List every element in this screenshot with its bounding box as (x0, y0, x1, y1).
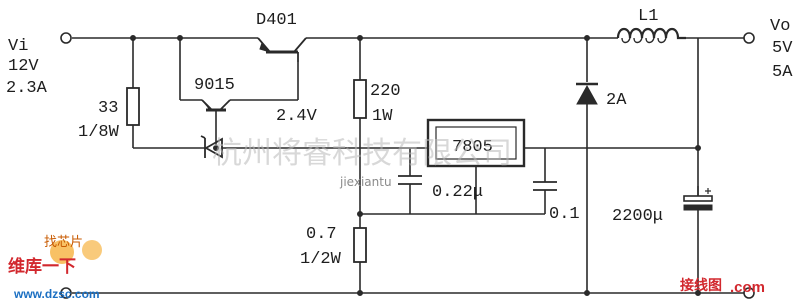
r33-value-label: 33 (98, 99, 118, 118)
q9015-transistor (201, 99, 231, 112)
dzsc-logo: 找芯片 维库一下 www.dzsc.com (8, 235, 102, 301)
r33-power-label: 1/8W (78, 123, 120, 142)
ic-label: 7805 (452, 138, 493, 157)
r07-power-label: 1/2W (300, 250, 342, 269)
vo-terminal (743, 32, 755, 44)
diode-2a (576, 82, 598, 105)
vi-terminal (60, 32, 72, 44)
resistor-0p7 (353, 227, 367, 263)
site-watermark-small: jiexiantu (339, 175, 392, 189)
zener-diode-2v4 (200, 135, 223, 159)
zener-label: 2.4V (276, 107, 318, 126)
vo-current-label: 5A (772, 63, 793, 82)
r07-value-label: 0.7 (306, 225, 337, 244)
jxt-logo: 接线图 .com (680, 277, 765, 296)
capacitor-2200u (683, 186, 713, 211)
logo-url-text: www.dzsc.com (13, 287, 100, 301)
company-watermark: 杭州将睿科技有限公司 (212, 136, 512, 171)
resistor-220 (353, 79, 367, 119)
logo-cn-text: 维库一下 (8, 256, 76, 277)
d401-transistor (257, 37, 307, 62)
vo-label: Vo (770, 17, 790, 36)
vi-current-label: 2.3A (6, 79, 48, 98)
r220-power-label: 1W (372, 107, 393, 126)
logo-top-text: 找芯片 (44, 235, 83, 250)
vi-voltage-label: 12V (8, 57, 39, 76)
inductor-l1 (616, 27, 686, 44)
c2200-label: 2200μ (612, 207, 663, 226)
r220-value-label: 220 (370, 82, 401, 101)
junction-dots (130, 35, 701, 296)
d401-label: D401 (256, 11, 297, 30)
jxt-text: 接线图 (680, 277, 722, 294)
capacitor-0p1 (533, 181, 557, 191)
l1-label: L1 (638, 7, 658, 26)
capacitor-0p22u (398, 175, 422, 185)
vi-ground-terminal (60, 287, 72, 299)
c01-label: 0.1 (549, 205, 580, 224)
vi-label: Vi (8, 37, 28, 56)
vo-ground-terminal (743, 287, 755, 299)
vo-voltage-label: 5V (772, 39, 793, 58)
resistor-33 (126, 87, 140, 126)
d2a-label: 2A (606, 91, 627, 110)
jxt-url: .com (730, 279, 765, 296)
regulator-7805 (426, 118, 526, 168)
q9015-label: 9015 (194, 76, 235, 95)
c022-label: 0.22μ (432, 183, 483, 202)
